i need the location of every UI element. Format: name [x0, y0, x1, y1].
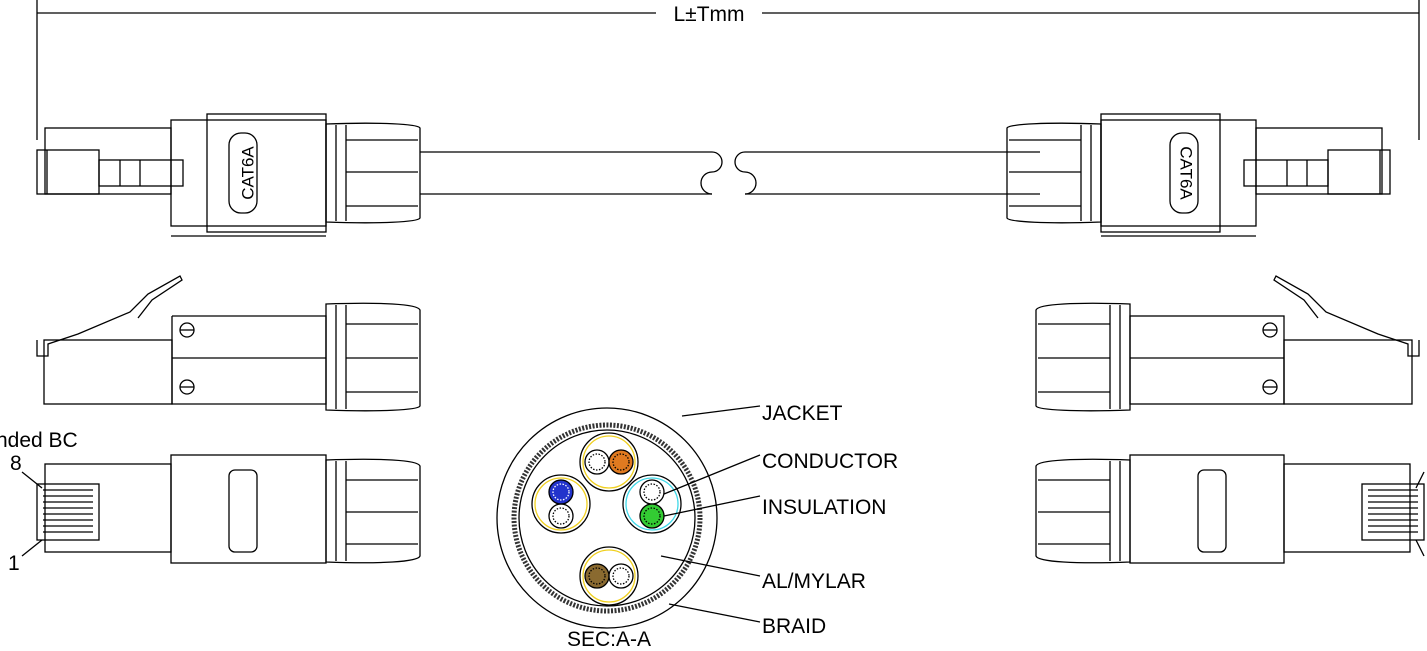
connector-markings: CAT6A CAT6A: [238, 146, 1195, 201]
pin-label-first: 1: [8, 552, 20, 575]
right-connector-side-view: [1035, 275, 1420, 412]
left-connector-contact-view: [21, 454, 421, 564]
callout-leaders: [660, 405, 761, 623]
pair-brown: [579, 546, 639, 606]
cable-cross-section: [496, 405, 761, 629]
cable-top-view: [420, 151, 1040, 195]
pin-note: nded BC: [0, 429, 78, 452]
left-connector-marking: CAT6A: [238, 146, 257, 200]
length-dimension: [36, 0, 1420, 140]
callout-al-mylar: AL/MYLAR: [762, 570, 866, 593]
right-connector-top-view: [1006, 113, 1391, 237]
callout-insulation: INSULATION: [762, 496, 886, 519]
callout-jacket: JACKET: [762, 402, 843, 425]
left-connector-top-view: [36, 113, 421, 237]
pair-green: [622, 474, 682, 534]
callout-braid: BRAID: [762, 615, 826, 638]
left-connector-side-view: [36, 275, 421, 412]
pair-blue: [531, 474, 591, 534]
section-caption: SEC:A-A: [567, 628, 651, 651]
callout-conductor: CONDUCTOR: [762, 450, 898, 473]
length-dimension-label: L±Tmm: [673, 3, 744, 26]
pin-label-last: 8: [10, 452, 22, 475]
right-connector-marking: CAT6A: [1177, 146, 1196, 200]
right-connector-contact-view: [1035, 454, 1425, 564]
pair-orange: [579, 432, 639, 492]
